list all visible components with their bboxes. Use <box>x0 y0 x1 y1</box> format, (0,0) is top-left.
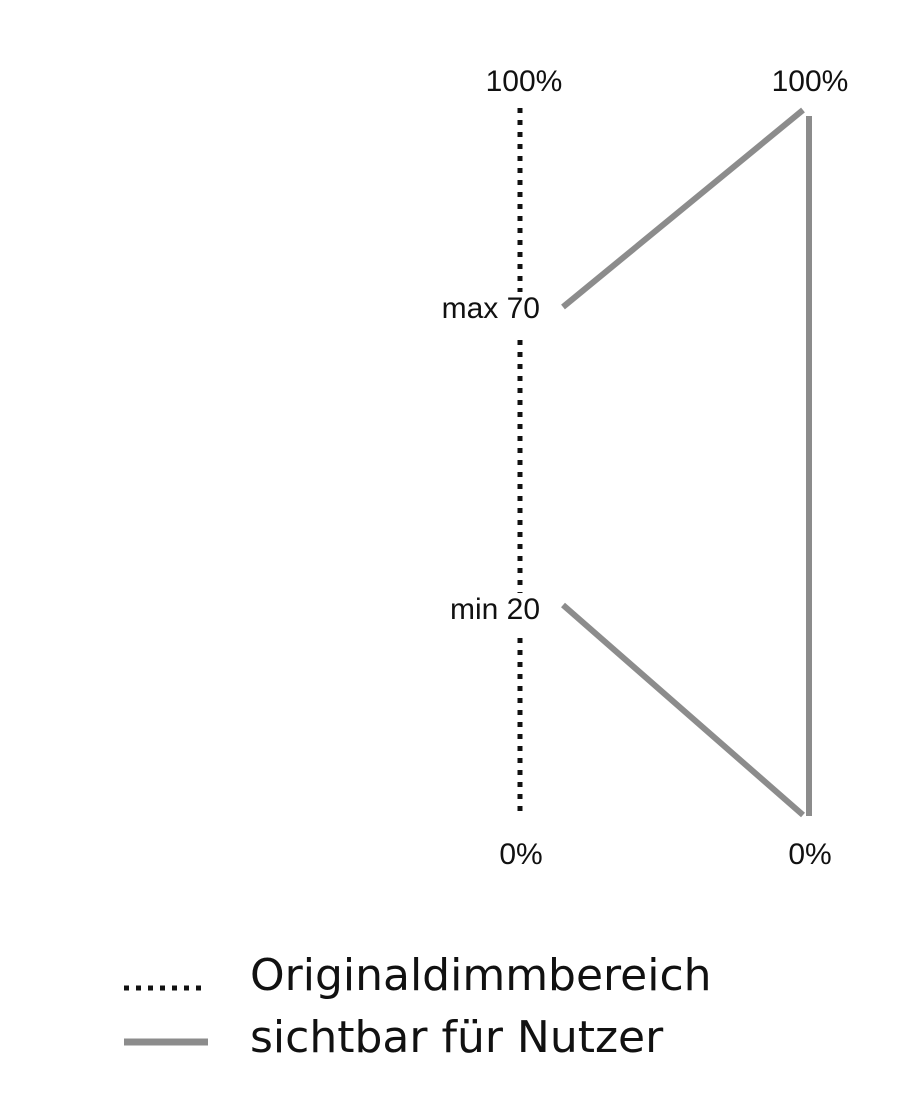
original-axis-min-label: min 20 <box>450 593 540 626</box>
original-axis-bottom-label: 0% <box>499 838 542 871</box>
legend-original-label: Originaldimmbereich <box>250 950 712 1001</box>
original-axis-max-label: max 70 <box>442 292 540 325</box>
original-axis-top-label: 100% <box>486 65 563 98</box>
min-mapping-line <box>561 602 805 818</box>
legend-user-label: sichtbar für Nutzer <box>250 1012 664 1063</box>
max-mapping-line <box>561 107 805 310</box>
user-axis-bottom-label: 0% <box>788 838 831 871</box>
user-axis-top-label: 100% <box>772 65 849 98</box>
